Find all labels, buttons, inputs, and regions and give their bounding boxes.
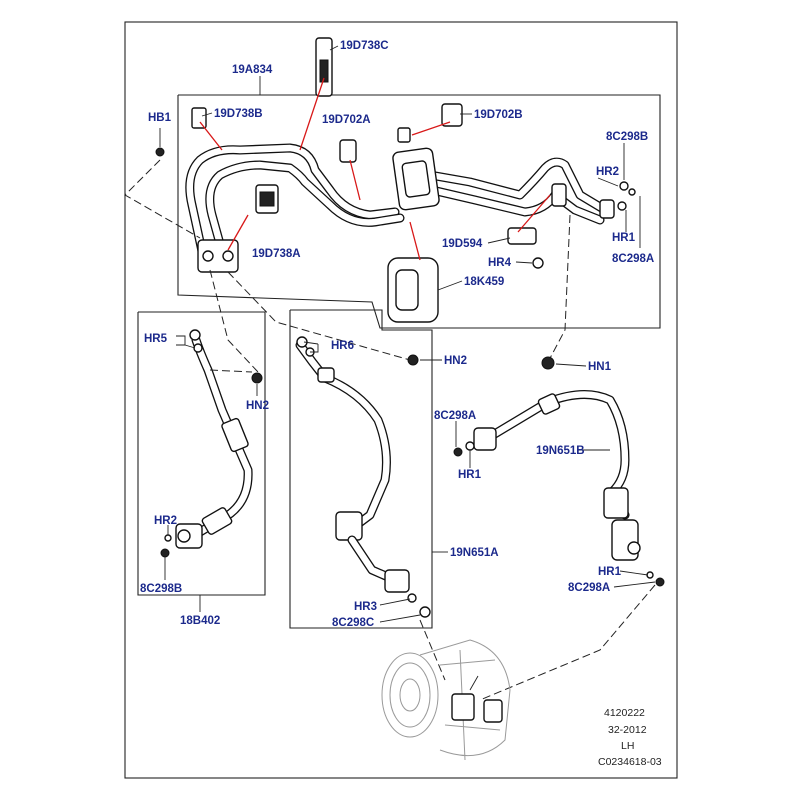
- right-hose-leaders: [455, 363, 656, 588]
- caption-line-2: 32-2012: [608, 724, 647, 736]
- label-19D594: 19D594: [442, 238, 483, 250]
- nut-HN2-left: [251, 372, 263, 384]
- sensor-19D594: [507, 227, 537, 245]
- valve-19D702B: [441, 103, 463, 127]
- label-19A834: 19A834: [232, 64, 273, 76]
- pipe-assembly-19A834: [155, 37, 636, 323]
- hose-18B402: [160, 329, 263, 558]
- frame-18B402: [137, 311, 266, 596]
- label-8C298A-top: 8C298A: [612, 253, 654, 265]
- label-HN2-mid: HN2: [444, 355, 467, 367]
- label-8C298B-top: 8C298B: [606, 131, 648, 143]
- nut-HN1: [541, 356, 555, 370]
- hose-19N651B: [453, 356, 665, 587]
- valve-19D702A: [339, 139, 357, 163]
- label-8C298A-right: 8C298A: [434, 410, 476, 422]
- label-HN1: HN1: [588, 361, 612, 373]
- label-HR2-top: HR2: [596, 166, 619, 178]
- label-19D738C: 19D738C: [340, 40, 389, 52]
- dashed-lines: [124, 159, 656, 701]
- compressor-ghost: [381, 639, 511, 761]
- drawing-border: [124, 21, 678, 779]
- caption-line-3: LH: [621, 740, 634, 752]
- frame-19N651A: [289, 309, 433, 629]
- label-19N651B: 19N651B: [536, 445, 585, 457]
- label-HR5: HR5: [144, 333, 168, 345]
- frame-19A834: [177, 94, 661, 329]
- label-19D738B: 19D738B: [214, 108, 263, 120]
- label-19D738A: 19D738A: [252, 248, 301, 260]
- hose-19N651A: [295, 336, 431, 618]
- label-HN2-left: HN2: [246, 400, 269, 412]
- middle-hose-leaders: [303, 341, 442, 623]
- caption-line-4: C0234618-03: [598, 756, 662, 768]
- part-labels: 19D738C 19A834 HB1 19D738B 19D702A 19D70…: [140, 40, 654, 629]
- label-19D702B: 19D702B: [474, 109, 523, 121]
- left-hose-leaders: [164, 335, 258, 580]
- label-19D702A: 19D702A: [322, 114, 371, 126]
- nut-HN2-mid: [407, 354, 419, 366]
- label-HR4: HR4: [488, 257, 512, 269]
- label-8C298C: 8C298C: [332, 617, 374, 629]
- caption-line-1: 4120222: [604, 707, 645, 719]
- label-19N651A: 19N651A: [450, 547, 499, 559]
- label-leaders: [159, 45, 641, 291]
- label-HR3: HR3: [354, 601, 377, 613]
- red-leaders: [199, 77, 551, 261]
- label-HR6: HR6: [331, 340, 354, 352]
- label-HR1-right: HR1: [458, 469, 482, 481]
- label-HB1: HB1: [148, 112, 172, 124]
- drawing-caption: 4120222 32-2012 LH C0234618-03: [598, 707, 662, 768]
- label-8C298B-left: 8C298B: [140, 583, 182, 595]
- sensor-19D738B: [191, 107, 207, 129]
- label-HR2-left: HR2: [154, 515, 177, 527]
- label-HR1-low: HR1: [598, 566, 622, 578]
- label-8C298A-low: 8C298A: [568, 582, 610, 594]
- label-18K459: 18K459: [464, 276, 504, 288]
- bolt-HB1: [155, 147, 165, 157]
- label-18B402: 18B402: [180, 615, 220, 627]
- label-HR1-top: HR1: [612, 232, 636, 244]
